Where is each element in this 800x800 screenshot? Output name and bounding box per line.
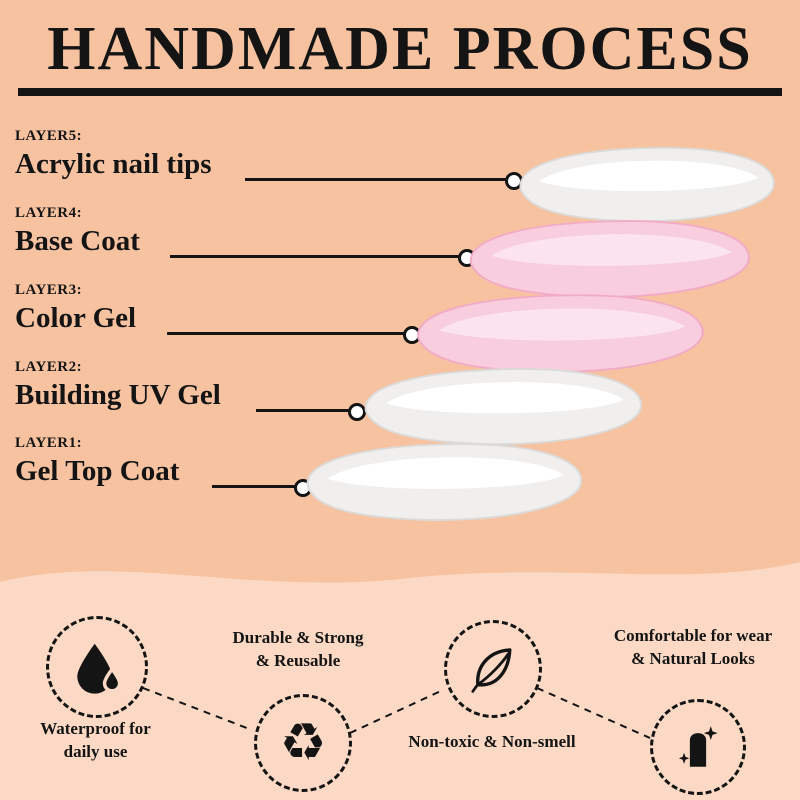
feature-label-line: Waterproof for <box>40 719 151 738</box>
layer-item: LAYER3: Color Gel <box>15 282 136 335</box>
layer-tag: LAYER4: <box>15 205 83 221</box>
leaf-icon <box>471 648 512 693</box>
feature-label-line: daily use <box>63 741 128 761</box>
feature-label-line: Durable & Strong <box>232 628 364 647</box>
layer-tag: LAYER1: <box>15 435 83 451</box>
feature-label-line: & Reusable <box>255 650 341 670</box>
connector-line <box>256 403 366 421</box>
nail-tip-shape <box>306 443 583 521</box>
feature-label-line: & Natural Looks <box>631 648 755 668</box>
layer-name: Gel Top Coat <box>15 455 180 487</box>
feature-label: Durable & Strong & Reusable <box>198 627 398 673</box>
layer-name: Building UV Gel <box>15 379 221 411</box>
nail-tip-shape <box>519 146 775 223</box>
nail-tip-shape <box>469 220 750 298</box>
nail-tip-illustration <box>506 140 784 230</box>
feature-circle-reusable: ♻ <box>254 694 352 792</box>
water-drop-icon <box>77 643 122 694</box>
nail-tip-illustration <box>350 361 652 453</box>
feature-label: Comfortable for wear & Natural Looks <box>586 625 800 671</box>
feature-circle-nontoxic <box>444 620 542 718</box>
feature-circle-waterproof <box>46 616 148 718</box>
connector-dot <box>348 403 366 421</box>
layer-item: LAYER2: Building UV Gel <box>15 359 221 412</box>
recycle-icon: ♻ <box>279 713 327 773</box>
connector-line <box>170 249 476 267</box>
layer-tag: LAYER3: <box>15 282 83 298</box>
connector-line <box>212 479 312 497</box>
connector-line <box>167 326 421 344</box>
nail-tip-shape <box>364 368 642 446</box>
title-underline <box>18 88 782 96</box>
nail-tip-illustration <box>292 436 592 529</box>
nail-tip-illustration <box>455 213 760 306</box>
feature-label: Non-toxic & Non-smell <box>388 731 596 754</box>
nail-tip-icon <box>678 726 718 767</box>
bottom-wave-shape <box>0 562 800 800</box>
nail-tip-illustration <box>402 287 714 381</box>
layer-item: LAYER5: Acrylic nail tips <box>15 128 212 181</box>
connector-line <box>245 172 523 190</box>
feature-label-line: Comfortable for wear <box>613 626 773 645</box>
feature-label: Waterproof for daily use <box>8 718 183 764</box>
page-title: HANDMADE PROCESS <box>47 15 753 83</box>
layer-item: LAYER4: Base Coat <box>15 205 140 258</box>
feature-circle-comfortable <box>650 699 746 795</box>
layer-tag: LAYER2: <box>15 359 83 375</box>
feature-label-line: Non-toxic & Non-smell <box>408 732 576 751</box>
layer-item: LAYER1: Gel Top Coat <box>15 435 179 488</box>
nail-tip-shape <box>417 294 704 373</box>
layer-name: Base Coat <box>15 225 140 257</box>
layer-name: Color Gel <box>15 302 137 334</box>
layer-tag: LAYER5: <box>15 128 83 144</box>
bottom-section-background <box>0 540 800 800</box>
layer-name: Acrylic nail tips <box>15 148 212 180</box>
